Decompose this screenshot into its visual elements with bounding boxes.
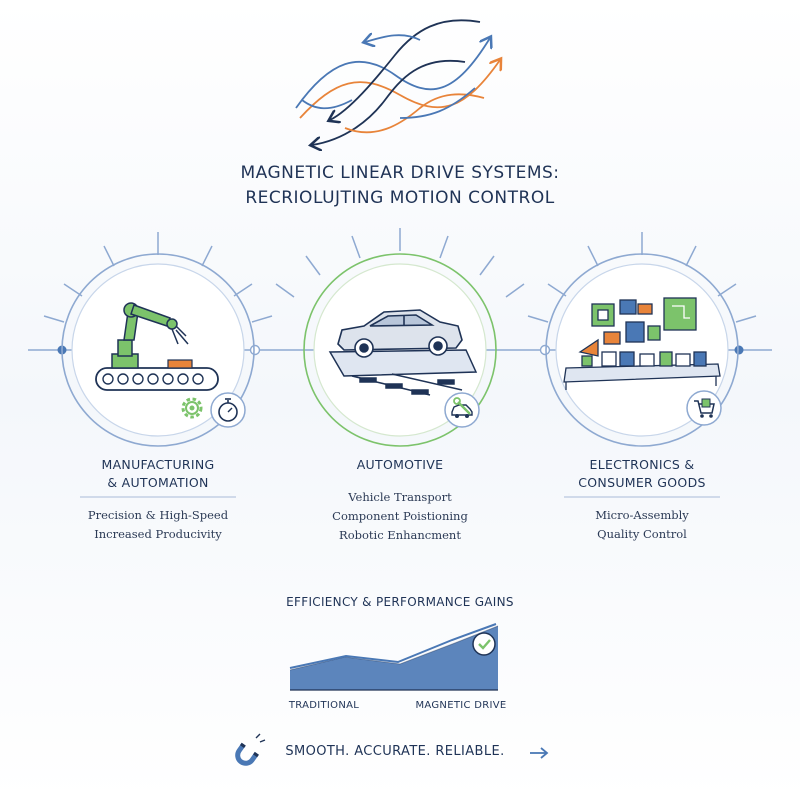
footer-tagline: SMOOTH. ACCURATE. RELIABLE.	[285, 744, 505, 759]
page-title-line1: MAGNETIC LINEAR DRIVE SYSTEMS:	[240, 163, 560, 183]
robot-arm-icon	[111, 302, 189, 369]
section-electronics-item: Quality Control	[597, 527, 687, 541]
chart-title: EFFICIENCY & PERFORMANCE GAINS	[286, 595, 514, 609]
magnet-icon	[235, 733, 266, 766]
section-manufacturing-title-1: MANUFACTURING	[101, 457, 215, 472]
stopwatch-icon	[210, 392, 246, 428]
arrow-right-icon	[530, 747, 549, 759]
chart-label-magnetic-drive: MAGNETIC DRIVE	[415, 700, 507, 711]
section-automotive-title: AUTOMOTIVE	[356, 457, 444, 472]
efficiency-chart	[289, 623, 499, 691]
chart-label-traditional: TRADITIONAL	[288, 700, 360, 711]
check-icon	[472, 632, 496, 656]
section-automotive-item: Robotic Enhancment	[339, 528, 461, 542]
section-manufacturing-item: Precision & High-Speed	[87, 508, 229, 522]
section-automotive-item: Vehicle Transport	[348, 490, 452, 504]
section-automotive-item: Component Poistioning	[332, 509, 468, 523]
section-electronics-item: Micro-Assembly	[595, 508, 689, 522]
circuit-icon	[563, 297, 721, 390]
car-icon	[337, 309, 463, 358]
section-manufacturing-title-2: & AUTOMATION	[107, 475, 209, 490]
section-electronics-title-1: ELECTRONICS &	[589, 457, 695, 472]
section-manufacturing-item: Increased Producivity	[94, 527, 222, 541]
page-title-line2: RECRIOLUJTING MOTION CONTROL	[245, 188, 555, 208]
gear-icon	[181, 397, 203, 419]
wave-arrows-icon	[295, 19, 500, 145]
wrench-car-icon	[444, 392, 480, 428]
section-electronics-title-2: CONSUMER GOODS	[578, 475, 706, 490]
electronics-circle	[527, 232, 757, 447]
conveyor-icon	[95, 359, 219, 391]
cart-icon	[686, 390, 722, 426]
automotive-circle	[275, 228, 525, 447]
manufacturing-circle	[43, 232, 273, 447]
